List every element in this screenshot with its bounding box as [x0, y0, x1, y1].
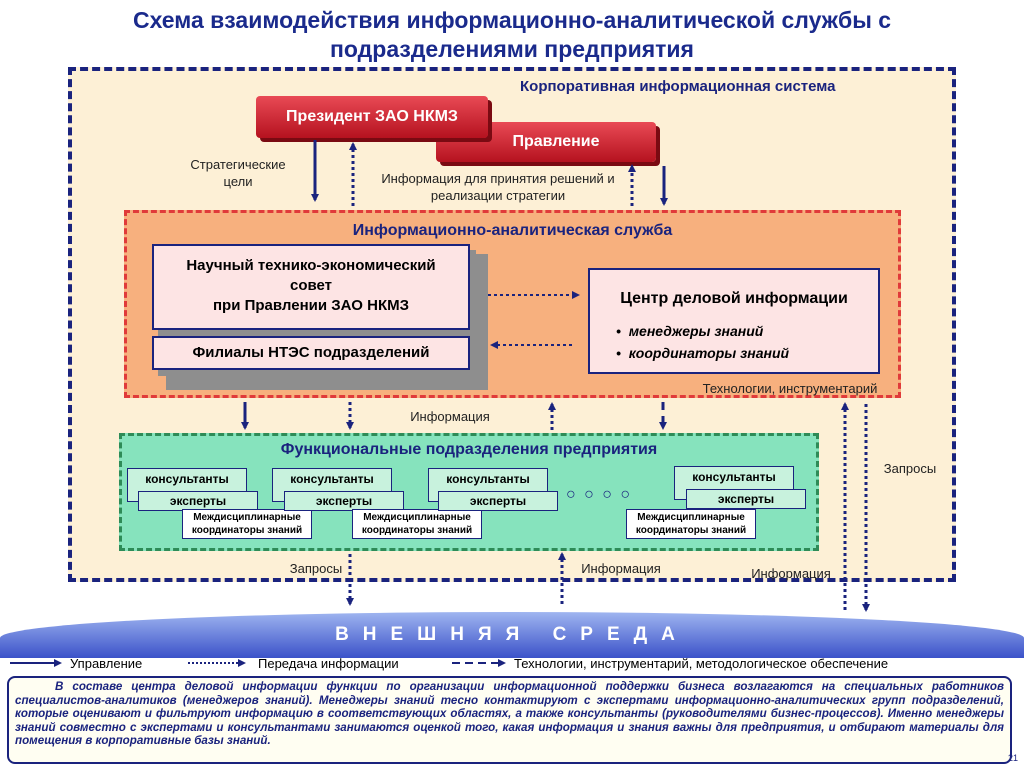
council-line-2: совет [289, 277, 333, 294]
cdi-item-knowledge-managers: • менеджеры знаний [616, 323, 764, 339]
council-line-3: при Правлении ЗАО НКМЗ [212, 297, 409, 314]
president-block: Президент ЗАО НКМЗ [256, 96, 488, 138]
title-line-1: Схема взаимодействия информационно-анали… [132, 7, 892, 33]
experts-box-2: эксперты [284, 491, 404, 511]
information-label-bottom-2: Информация [751, 566, 831, 581]
footer-description: В составе центра деловой информации функ… [7, 676, 1012, 764]
information-label-middle: Информация [410, 409, 490, 424]
experts-box-4: эксперты [686, 489, 806, 509]
external-environment-label: ВНЕШНЯЯ СРЕДА [335, 624, 689, 645]
page-title: Схема взаимодействия информационно-анали… [0, 6, 1024, 64]
functional-departments-label: Функциональные подразделения предприятия [280, 441, 658, 458]
analytical-service-label: Информационно-аналитическая служба [352, 222, 673, 239]
board-label: Правление [512, 133, 600, 150]
ellipsis-circles: ○ ○ ○ ○ [566, 486, 632, 503]
president-label: Президент ЗАО НКМЗ [286, 108, 458, 125]
branches-label: Филиалы НТЭС подразделений [192, 344, 430, 361]
experts-box-1: эксперты [138, 491, 258, 511]
council-box: Научный технико-экономический совет при … [152, 244, 470, 330]
legend-transfer-label: Передача информации [258, 656, 399, 671]
external-environment-band [0, 612, 1024, 658]
council-line-1: Научный технико-экономический [186, 257, 436, 274]
requests-label-right: Запросы [883, 461, 937, 476]
title-line-2: подразделениями предприятия [330, 36, 694, 62]
requests-label-bottom: Запросы [289, 561, 343, 576]
branches-box: Филиалы НТЭС подразделений [152, 336, 470, 370]
cdi-title: Центр деловой информации [620, 290, 848, 307]
legend-tech-label: Технологии, инструментарий, методологиче… [514, 656, 889, 671]
experts-box-3: эксперты [438, 491, 558, 511]
decision-info-label: Информация для принятия решений и реализ… [381, 171, 615, 203]
corporate-system-label: Корпоративная информационная система [520, 78, 836, 95]
information-label-bottom-1: Информация [581, 561, 661, 576]
strategic-goals-label: Стратегические цели [190, 157, 286, 189]
cdi-item-knowledge-coordinators: • координаторы знаний [616, 345, 790, 361]
tech-tools-label: Технологии, инструментарий [702, 381, 878, 396]
page-number: 21 [1008, 753, 1019, 763]
business-info-center-box: Центр деловой информации • менеджеры зна… [588, 268, 880, 374]
legend-control-label: Управление [70, 656, 143, 671]
